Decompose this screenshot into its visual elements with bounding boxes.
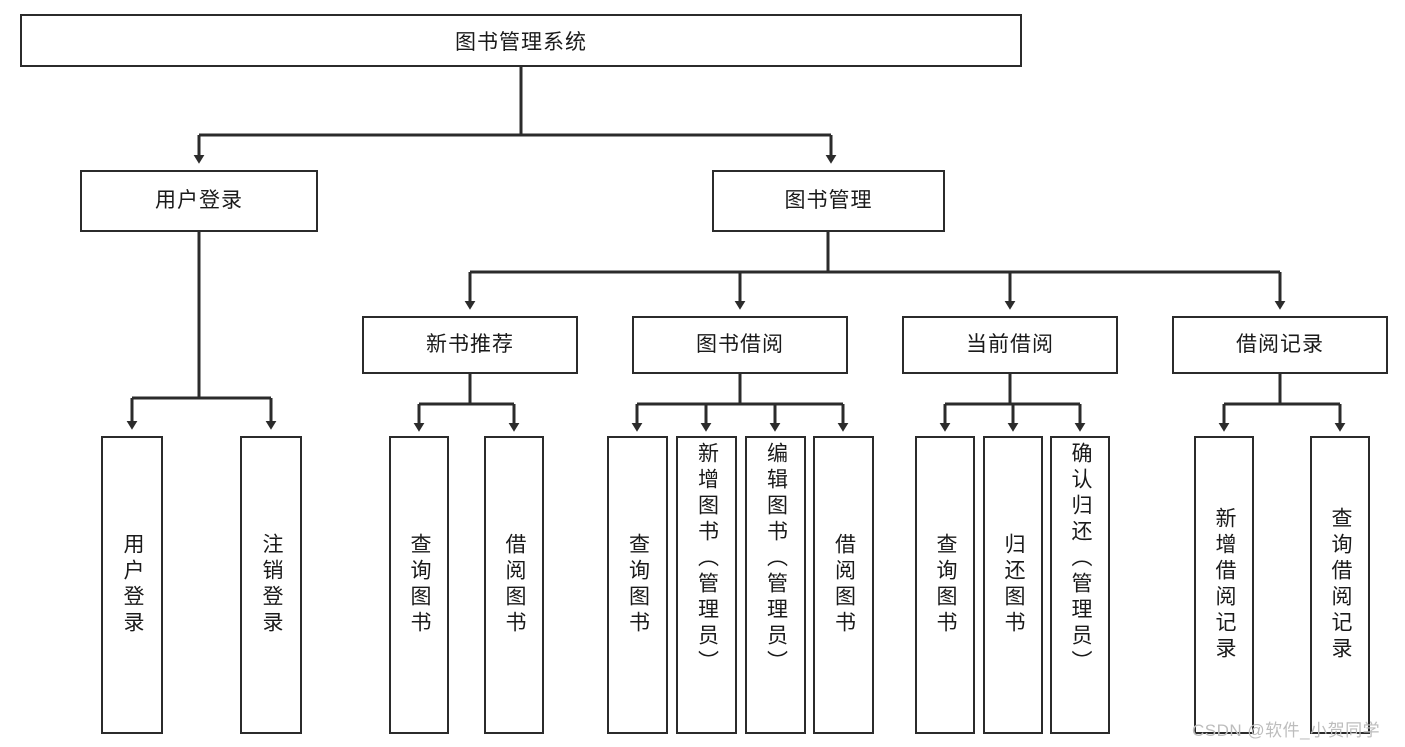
node-borrow-record-label: 借阅记录 <box>1236 333 1324 357</box>
node-leaf-user-login[interactable]: 用户登录 <box>101 436 163 734</box>
node-root-label: 图书管理系统 <box>455 30 587 54</box>
node-root[interactable]: 图书管理系统 <box>20 14 1022 67</box>
node-leaf-query-book-rec[interactable]: 查询图书 <box>389 436 449 734</box>
node-leaf-query-borrow-record[interactable]: 查询借阅记录 <box>1310 436 1370 734</box>
node-leaf-edit-book-admin[interactable]: 编辑图书（管理员） <box>745 436 806 734</box>
watermark: CSDN @软件_小贺同学 <box>1192 721 1381 740</box>
node-leaf-add-borrow-record-label: 新增借阅记录 <box>1213 507 1237 663</box>
node-leaf-confirm-return-admin-label: 确认归还（管理员） <box>1069 442 1093 676</box>
node-leaf-borrow-book-label: 借阅图书 <box>832 533 856 637</box>
node-leaf-query-book-borrow-label: 查询图书 <box>626 533 650 637</box>
node-book-borrow-label: 图书借阅 <box>696 333 784 357</box>
node-leaf-confirm-return-admin[interactable]: 确认归还（管理员） <box>1050 436 1110 734</box>
node-user-login[interactable]: 用户登录 <box>80 170 318 232</box>
node-leaf-query-book-borrow[interactable]: 查询图书 <box>607 436 668 734</box>
node-leaf-borrow-book-rec-label: 借阅图书 <box>503 533 527 637</box>
node-leaf-query-book-rec-label: 查询图书 <box>408 533 432 637</box>
node-leaf-add-borrow-record[interactable]: 新增借阅记录 <box>1194 436 1254 734</box>
node-user-login-label: 用户登录 <box>155 189 243 213</box>
node-leaf-borrow-book[interactable]: 借阅图书 <box>813 436 874 734</box>
node-current-borrow[interactable]: 当前借阅 <box>902 316 1118 374</box>
node-leaf-query-book-cur[interactable]: 查询图书 <box>915 436 975 734</box>
node-book-manage-label: 图书管理 <box>784 189 873 213</box>
node-leaf-add-book-admin[interactable]: 新增图书（管理员） <box>676 436 737 734</box>
node-current-borrow-label: 当前借阅 <box>966 333 1054 357</box>
node-leaf-add-book-admin-label: 新增图书（管理员） <box>695 442 719 676</box>
node-leaf-return-book[interactable]: 归还图书 <box>983 436 1043 734</box>
node-leaf-user-login-label: 用户登录 <box>121 533 145 637</box>
node-leaf-query-borrow-record-label: 查询借阅记录 <box>1329 507 1353 663</box>
node-leaf-logout-label: 注销登录 <box>260 533 284 637</box>
node-leaf-return-book-label: 归还图书 <box>1002 533 1026 637</box>
node-book-borrow[interactable]: 图书借阅 <box>632 316 848 374</box>
node-book-manage[interactable]: 图书管理 <box>712 170 945 232</box>
node-leaf-logout[interactable]: 注销登录 <box>240 436 302 734</box>
node-new-book-recommend[interactable]: 新书推荐 <box>362 316 578 374</box>
node-leaf-edit-book-admin-label: 编辑图书（管理员） <box>764 442 788 676</box>
node-new-book-recommend-label: 新书推荐 <box>426 333 514 357</box>
node-leaf-borrow-book-rec[interactable]: 借阅图书 <box>484 436 544 734</box>
node-leaf-query-book-cur-label: 查询图书 <box>934 533 958 637</box>
node-borrow-record[interactable]: 借阅记录 <box>1172 316 1388 374</box>
